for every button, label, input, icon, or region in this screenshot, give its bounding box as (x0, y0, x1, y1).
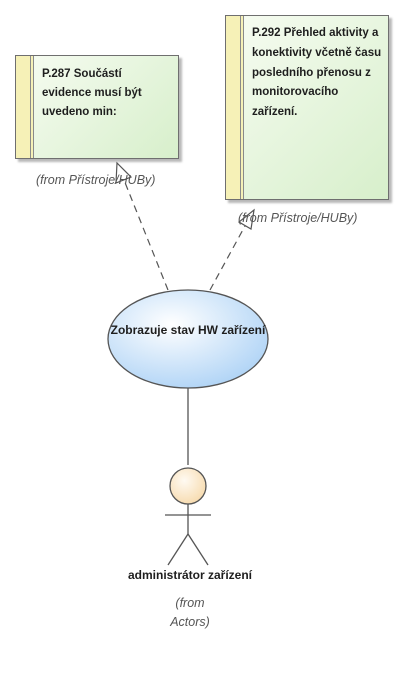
actor-from-line2: Actors) (170, 615, 210, 629)
requirement-p287[interactable]: P.287 Součástí evidence musí být uvedeno… (15, 55, 179, 159)
requirement-stripe (16, 56, 34, 158)
use-case-ellipse[interactable] (107, 289, 269, 389)
requirement-text: P.287 Součástí evidence musí být uvedeno… (42, 68, 142, 118)
actor-name: administrátor zařízení (127, 568, 253, 582)
actor-from: (from Actors) (130, 594, 250, 632)
actor-left-leg (167, 533, 189, 566)
connector-usecase-to-p287[interactable] (123, 179, 169, 291)
arrowhead-p292 (237, 208, 255, 230)
requirement-text: P.292 Přehled aktivity a konektivity vče… (252, 27, 382, 119)
requirement-p292[interactable]: P.292 Přehled aktivity a konektivity vče… (225, 15, 389, 200)
actor-right-leg (187, 533, 209, 566)
arrowhead-p287 (115, 161, 133, 184)
requirement-p287-from: (from Přístroje/HUBy) (36, 173, 156, 187)
use-case-label: Zobrazuje stav HW zařízení (110, 323, 266, 337)
requirement-p292-from: (from Přístroje/HUBy) (238, 211, 358, 225)
connector-usecase-to-p292[interactable] (209, 225, 246, 291)
actor-head (169, 467, 207, 505)
actor-figure[interactable] (165, 467, 211, 566)
actor-from-line1: (from (175, 596, 205, 610)
requirement-stripe (226, 16, 244, 199)
